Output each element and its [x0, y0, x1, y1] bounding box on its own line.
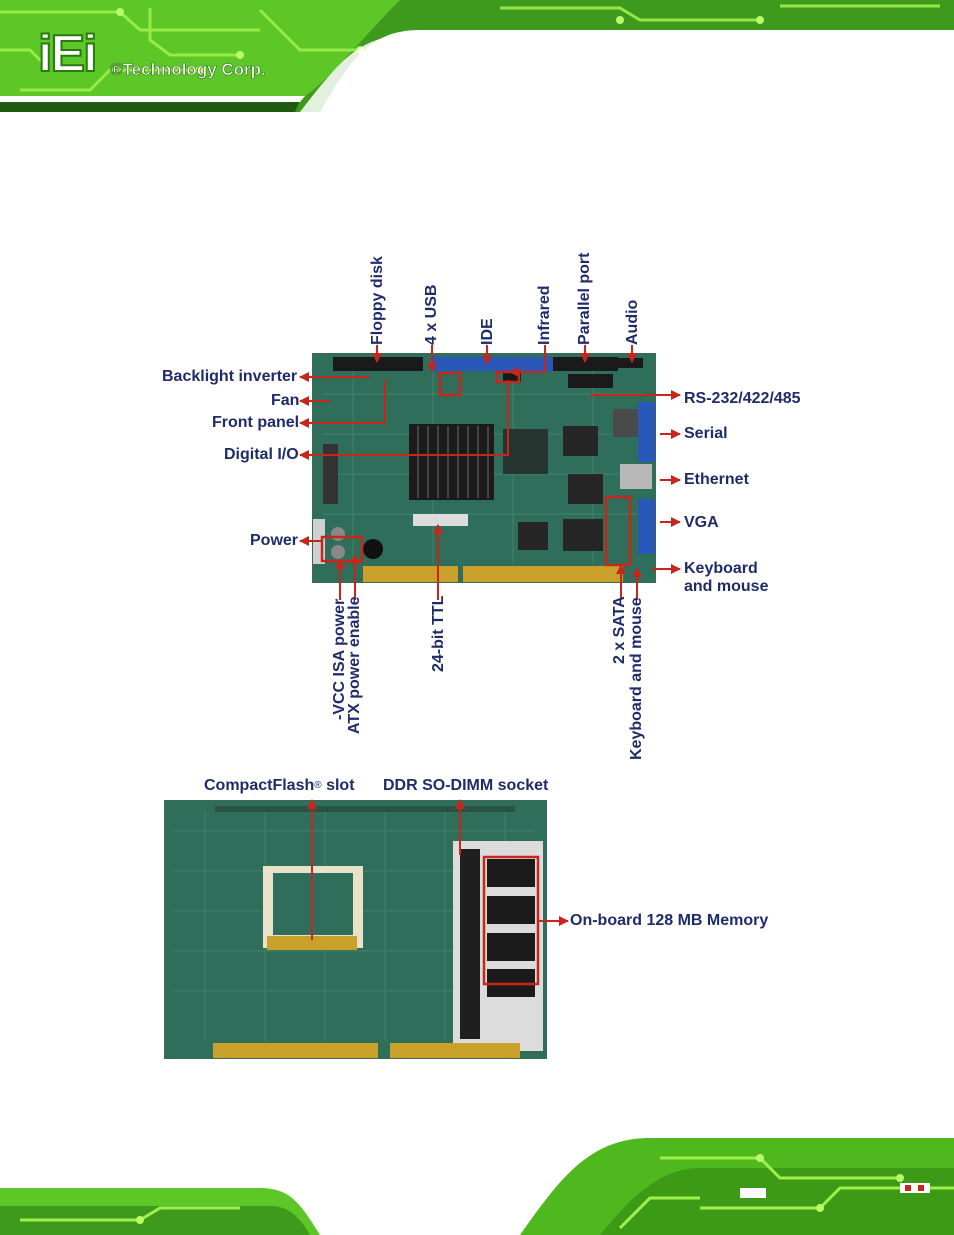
label-ide: IDE — [479, 318, 496, 345]
logo-tagline: ®Technology Corp. — [110, 60, 266, 80]
label-and-mouse: and mouse — [684, 578, 769, 595]
label-keyboard-and-mouse-bottom: Keyboard and mouse — [628, 597, 645, 760]
label-rs232: RS-232/422/485 — [684, 390, 801, 407]
label-backlight-inverter: Backlight inverter — [162, 368, 298, 385]
label-usb: 4 x USB — [423, 284, 440, 345]
label-floppy-disk: Floppy disk — [369, 256, 386, 345]
logo-letters: iEi — [37, 25, 99, 83]
footer-banner — [0, 1128, 954, 1235]
label-vga: VGA — [684, 514, 719, 531]
label-fan: Fan — [271, 392, 300, 409]
label-power: Power — [250, 532, 299, 549]
label-compactflash-slot: CompactFlash® slot — [204, 777, 355, 795]
label-digital-io: Digital I/O — [224, 446, 299, 463]
label-keyboard: Keyboard — [684, 560, 758, 577]
board-bottom-view-photo — [164, 800, 547, 1059]
slot-text: slot — [321, 777, 355, 794]
registered-mark: ® — [314, 780, 322, 791]
header-banner: iEi ®Technology Corp. — [0, 0, 954, 112]
compactflash-text: CompactFlash — [204, 777, 315, 794]
label-2x-sata: 2 x SATA — [611, 596, 628, 664]
label-parallel-port: Parallel port — [576, 252, 593, 345]
label-audio: Audio — [624, 299, 641, 345]
circuit-board-footer — [0, 1128, 954, 1235]
label-24bit-ttl: 24-bit TTL — [430, 595, 447, 672]
label-infrared: Infrared — [536, 285, 553, 345]
circuit-board-banner — [0, 0, 954, 112]
label-ddr-sodimm-socket: DDR SO-DIMM socket — [383, 777, 549, 794]
label-ethernet: Ethernet — [684, 471, 749, 488]
label-atx-power-enable: ATX power enable — [346, 596, 363, 734]
label-onboard-memory: On-board 128 MB Memory — [570, 912, 769, 929]
label-front-panel: Front panel — [212, 414, 300, 431]
board-top-view-photo — [312, 353, 656, 583]
label-serial: Serial — [684, 425, 728, 442]
